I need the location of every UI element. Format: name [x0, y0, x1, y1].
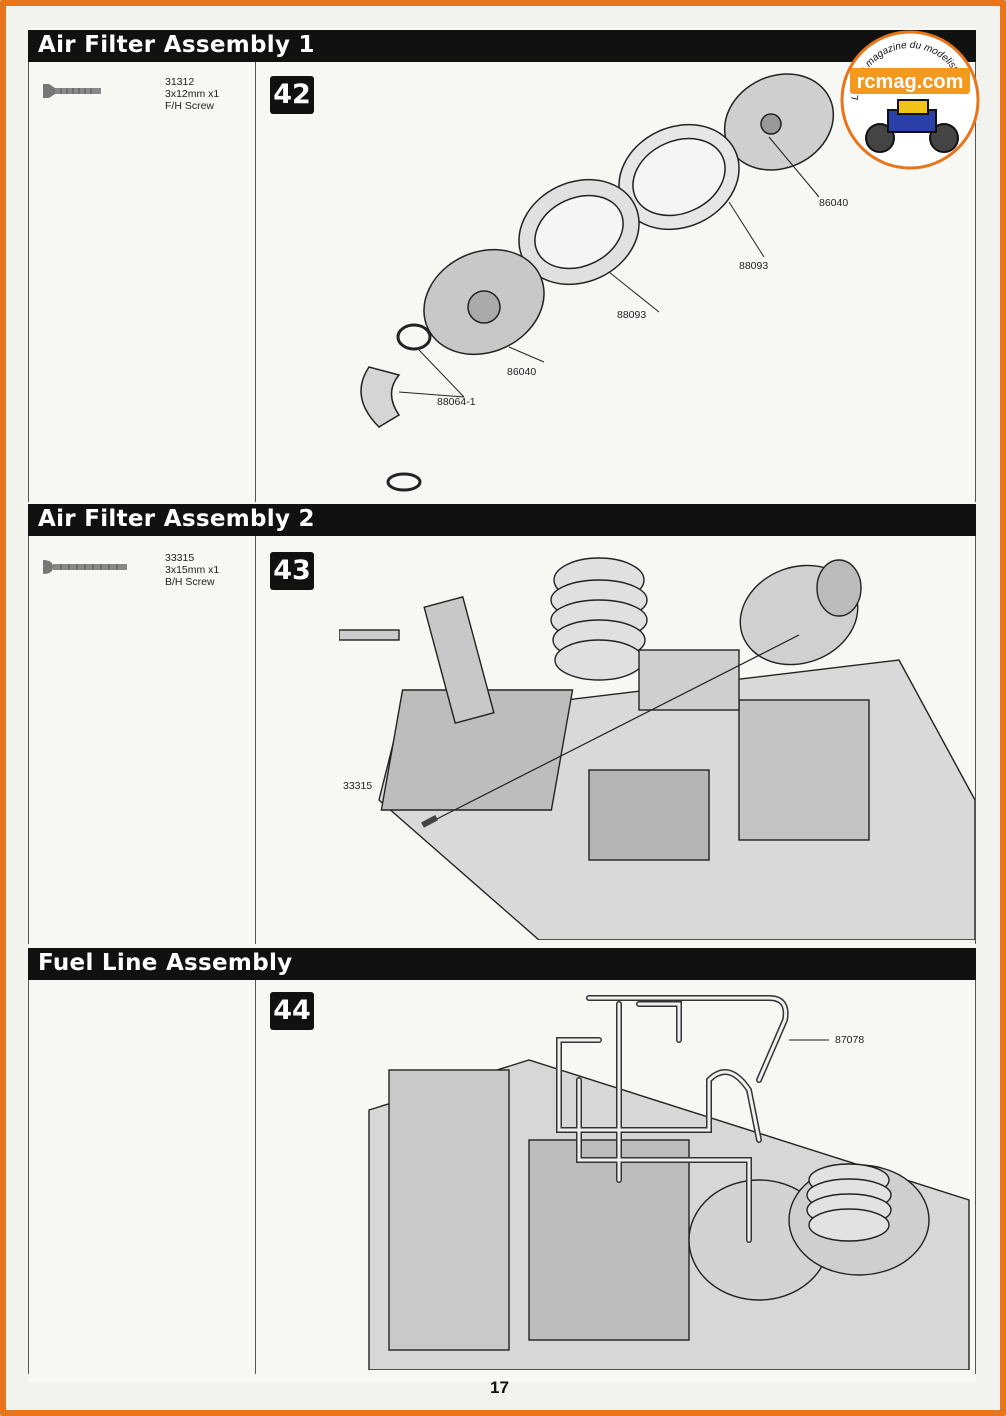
engine-chassis-diagram [339, 557, 975, 940]
rcmag-logo-icon: Le web magazine du modelisme rcmag.com [840, 30, 980, 170]
part-size: 3x15mm x1 [165, 564, 220, 576]
section-title: Air Filter Assembly 2 [38, 506, 315, 532]
callout-label: 33315 [343, 780, 373, 792]
part-number: 33315 [165, 552, 195, 564]
callout-label: 87078 [835, 1034, 865, 1046]
part-type: F/H Screw [165, 100, 215, 112]
section-air-filter-2: 33315 3x15mm x1 B/H Screw 43 [28, 536, 976, 944]
rcmag-watermark: Le web magazine du modelisme rcmag.com [840, 30, 980, 170]
fuel-line-diagram [368, 995, 970, 1370]
section-title: Fuel Line Assembly [38, 950, 293, 976]
callout-label: 88093 [739, 260, 769, 272]
section-air-filter-1: 31312 3x12mm x1 F/H Screw 42 [28, 62, 976, 502]
step-number: 43 [270, 552, 314, 590]
callout-label: 86040 [819, 197, 849, 209]
step-number: 44 [270, 992, 314, 1030]
section-header-air-filter-2: Air Filter Assembly 2 [28, 504, 976, 536]
section-header-fuel-line: Fuel Line Assembly [28, 948, 976, 980]
logo-brand: rcmag.com [857, 71, 964, 93]
column-divider [255, 536, 256, 944]
air-filter-exploded-diagram [360, 73, 835, 492]
section-header-air-filter-1: Air Filter Assembly 1 [28, 30, 976, 62]
callout-label: 88064-1 [437, 396, 476, 408]
part-size: 3x12mm x1 [165, 88, 220, 100]
callout-label: 88093 [617, 309, 647, 321]
page-number: 17 [490, 1378, 509, 1397]
part-info: 33315 3x15mm x1 B/H Screw [165, 552, 219, 588]
section-fuel-line: 44 [28, 980, 976, 1374]
section-title: Air Filter Assembly 1 [38, 32, 315, 58]
part-info: 31312 3x12mm x1 F/H Screw [165, 76, 219, 112]
part-number: 31312 [165, 76, 195, 88]
fh-screw-icon [43, 84, 101, 98]
column-divider [255, 980, 256, 1374]
callout-label: 86040 [507, 366, 537, 378]
step-number: 42 [270, 76, 314, 114]
bh-screw-icon [43, 560, 127, 574]
column-divider [255, 62, 256, 502]
part-type: B/H Screw [165, 576, 215, 588]
